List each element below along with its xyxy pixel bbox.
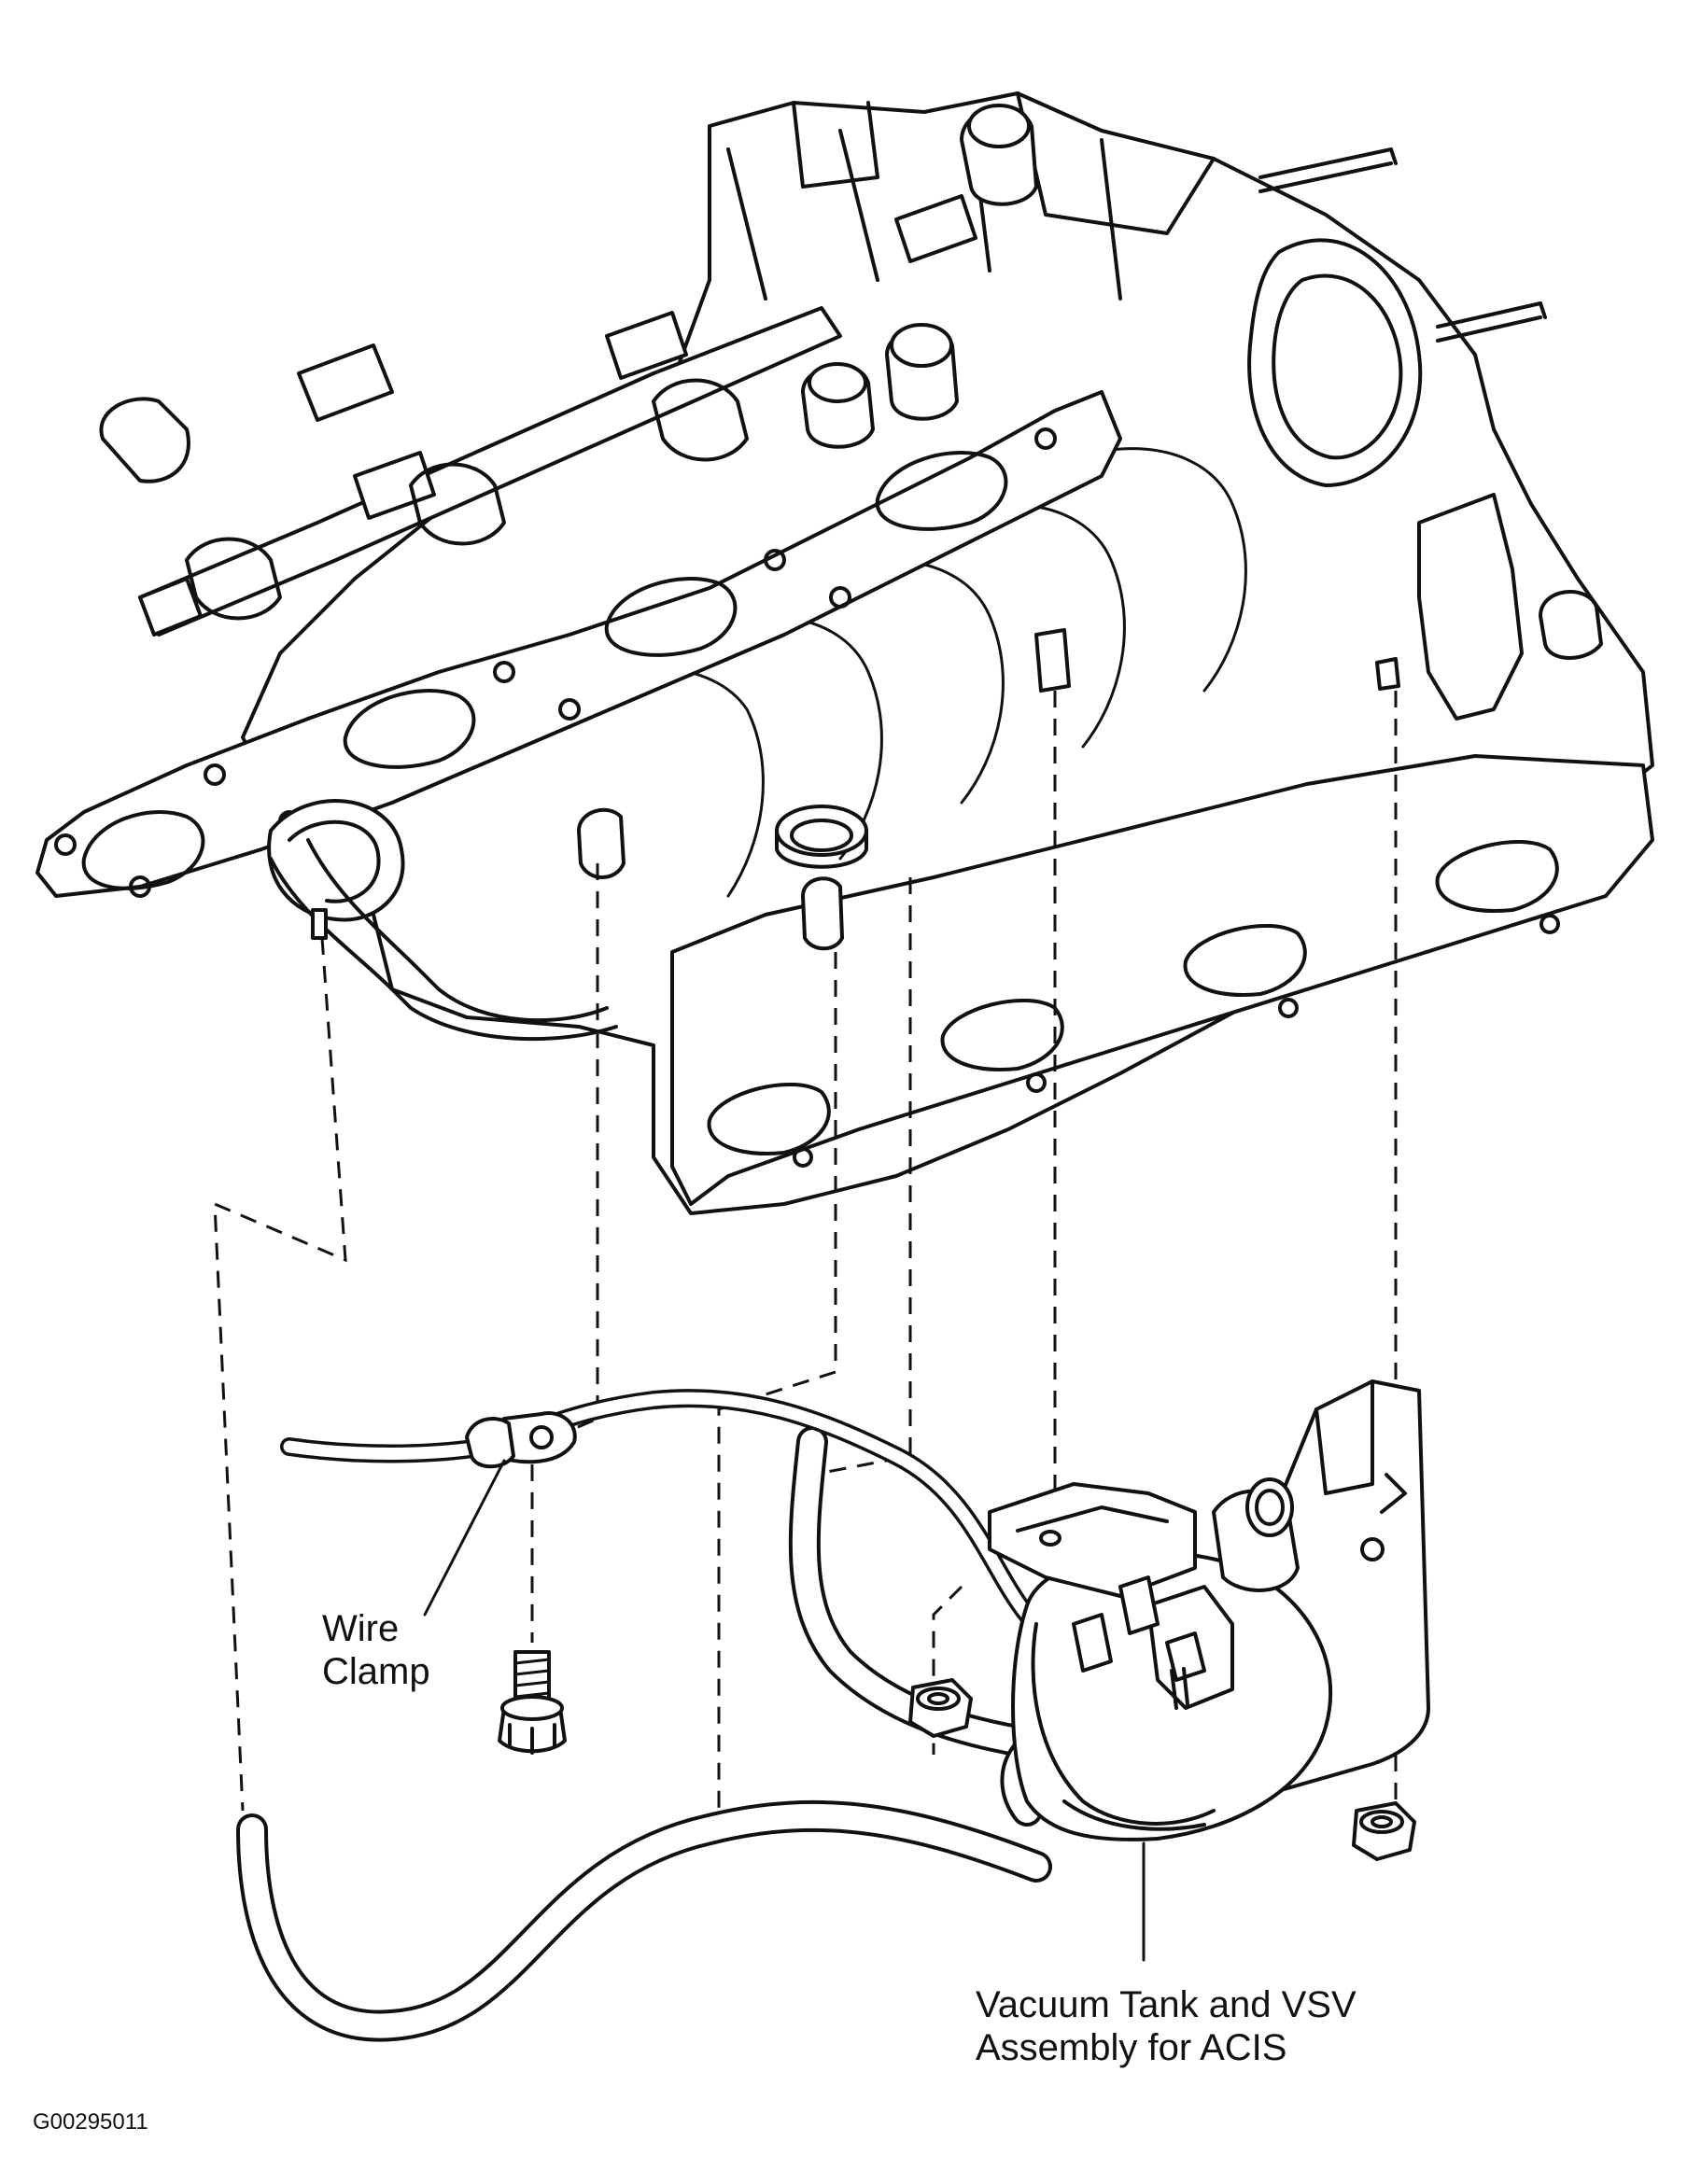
wire-clamp [465,1411,577,1469]
vacuum-tank-label-line1: Vacuum Tank and VSV [976,1984,1357,2025]
wire-clamp-label-line1: Wire [322,1608,400,1649]
clamp-bolt [498,1650,567,1755]
vacuum-tank-label-line2: Assembly for ACIS [976,2027,1287,2068]
top-pipe-bosses [801,104,1038,449]
intake-manifold [35,91,1654,1215]
mounting-nut-right [1352,1801,1416,1861]
wire-clamp-label: Wire Clamp [322,1607,430,1693]
fuel-rail [99,194,977,637]
figure-code: G00295011 [33,2109,148,2135]
wire-clamp-label-line2: Clamp [322,1651,430,1692]
mounting-nut-left [908,1678,973,1738]
vacuum-tank-label: Vacuum Tank and VSV Assembly for ACIS [976,1983,1357,2069]
lower-flange-ports [707,840,1560,1168]
leader-lines [423,1459,1146,1962]
front-flange-ports [54,427,1057,898]
vacuum-tank-vsv-assembly [988,1379,1430,1841]
